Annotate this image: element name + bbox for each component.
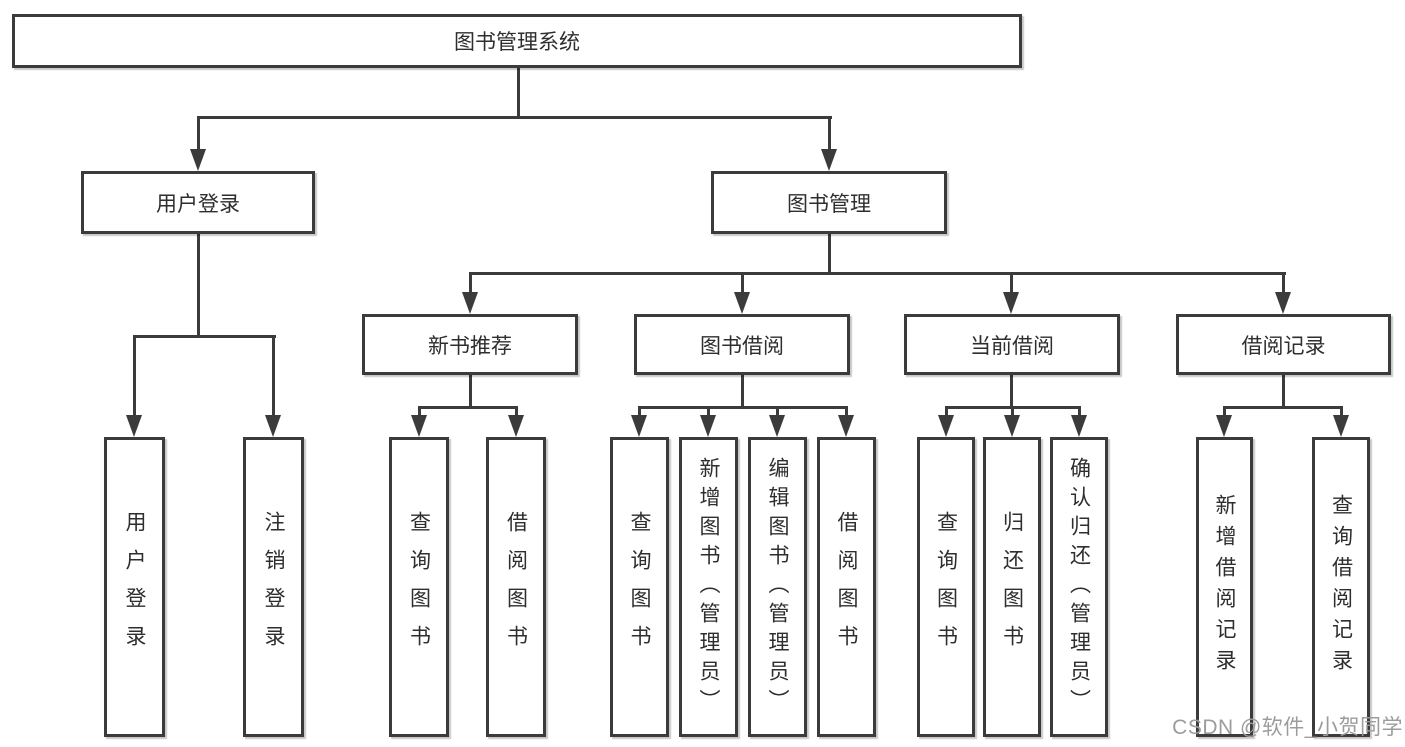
arrow-down-icon [734, 292, 750, 314]
node-label: 注销登录 [262, 511, 285, 663]
node-label: 编辑图书（管理员） [766, 456, 789, 718]
leaf-return-book: 归还图书 [983, 437, 1041, 737]
arrow-down-icon [508, 415, 524, 437]
node-label: 归还图书 [1000, 511, 1024, 663]
node-book-management: 图书管理 [711, 171, 947, 234]
leaf-user-login: 用户登录 [104, 437, 165, 737]
connector-line [133, 335, 136, 417]
connector-line [469, 272, 1286, 275]
connector-line [1340, 406, 1343, 417]
connector-line [741, 375, 744, 409]
arrow-down-icon [769, 415, 785, 437]
leaf-query-book-2: 查询图书 [610, 437, 669, 737]
leaf-query-book-1: 查询图书 [389, 437, 449, 737]
arrow-down-icon [462, 292, 478, 314]
node-label: 用户登录 [123, 511, 146, 663]
connector-line [1078, 406, 1081, 417]
connector-line [1282, 272, 1285, 295]
connector-line [707, 406, 710, 417]
node-borrow-record: 借阅记录 [1176, 314, 1391, 375]
arrow-down-icon [838, 415, 854, 437]
arrow-down-icon [1071, 415, 1087, 437]
arrow-down-icon [700, 415, 716, 437]
leaf-borrow-book-2: 借阅图书 [817, 437, 876, 737]
connector-line [638, 406, 848, 409]
node-label: 借阅图书 [504, 511, 528, 663]
node-label: 借阅记录 [1241, 334, 1326, 358]
arrow-down-icon [411, 415, 427, 437]
connector-line [197, 234, 200, 338]
connector-line [741, 272, 744, 295]
connector-line [1011, 406, 1014, 417]
arrow-down-icon [821, 149, 837, 171]
connector-line [776, 406, 779, 417]
node-label: 当前借阅 [970, 334, 1054, 358]
leaf-borrow-book-1: 借阅图书 [486, 437, 546, 737]
connector-line [828, 116, 831, 152]
node-root-label: 图书管理系统 [454, 31, 580, 54]
leaf-confirm-return-admin: 确认归还（管理员） [1050, 437, 1108, 737]
node-user-login: 用户登录 [81, 171, 315, 234]
connector-line [638, 406, 641, 417]
connector-line [515, 406, 518, 417]
arrow-down-icon [1003, 292, 1019, 314]
connector-line [133, 335, 276, 338]
node-label: 图书管理 [787, 192, 871, 216]
connector-line [272, 335, 275, 417]
leaf-query-borrow-record: 查询借阅记录 [1312, 437, 1370, 737]
connector-line [197, 116, 200, 152]
connector-line [1010, 375, 1013, 409]
connector-line [1223, 406, 1226, 417]
node-label: 查询图书 [628, 511, 651, 663]
node-label: 确认归还（管理员） [1067, 456, 1091, 718]
connector-line [1282, 375, 1285, 409]
arrow-down-icon [631, 415, 647, 437]
node-label: 查询图书 [407, 511, 431, 663]
connector-line [469, 375, 472, 409]
leaf-add-borrow-record: 新增借阅记录 [1196, 437, 1253, 737]
node-label: 新增借阅记录 [1213, 494, 1236, 680]
connector-line [517, 68, 520, 119]
connector-line [197, 116, 832, 119]
arrow-down-icon [1216, 415, 1232, 437]
node-label: 新增图书（管理员） [697, 456, 720, 718]
connector-line [418, 406, 421, 417]
arrow-down-icon [265, 415, 281, 437]
node-current-borrow: 当前借阅 [904, 314, 1120, 375]
node-label: 用户登录 [156, 192, 240, 216]
leaf-add-book-admin: 新增图书（管理员） [679, 437, 738, 737]
arrow-down-icon [938, 415, 954, 437]
node-label: 图书借阅 [700, 334, 784, 358]
node-label: 借阅图书 [835, 511, 858, 663]
node-new-book-recommend: 新书推荐 [362, 314, 578, 375]
connector-line [845, 406, 848, 417]
leaf-logout: 注销登录 [243, 437, 304, 737]
arrow-down-icon [126, 415, 142, 437]
arrow-down-icon [1275, 292, 1291, 314]
node-label: 查询借阅记录 [1329, 494, 1353, 680]
connector-line [945, 406, 948, 417]
connector-line [828, 234, 831, 275]
arrow-down-icon [190, 149, 206, 171]
node-label: 新书推荐 [428, 334, 512, 358]
node-book-borrow: 图书借阅 [634, 314, 850, 375]
csdn-watermark: CSDN @软件_小贺同学 [1172, 716, 1403, 739]
node-root: 图书管理系统 [12, 14, 1022, 68]
connector-line [469, 272, 472, 295]
arrow-down-icon [1004, 415, 1020, 437]
arrow-down-icon [1333, 415, 1349, 437]
connector-line [1223, 406, 1343, 409]
node-label: 查询图书 [934, 511, 958, 663]
leaf-edit-book-admin: 编辑图书（管理员） [748, 437, 807, 737]
connector-line [418, 406, 518, 409]
leaf-query-book-3: 查询图书 [917, 437, 975, 737]
connector-line [1010, 272, 1013, 295]
